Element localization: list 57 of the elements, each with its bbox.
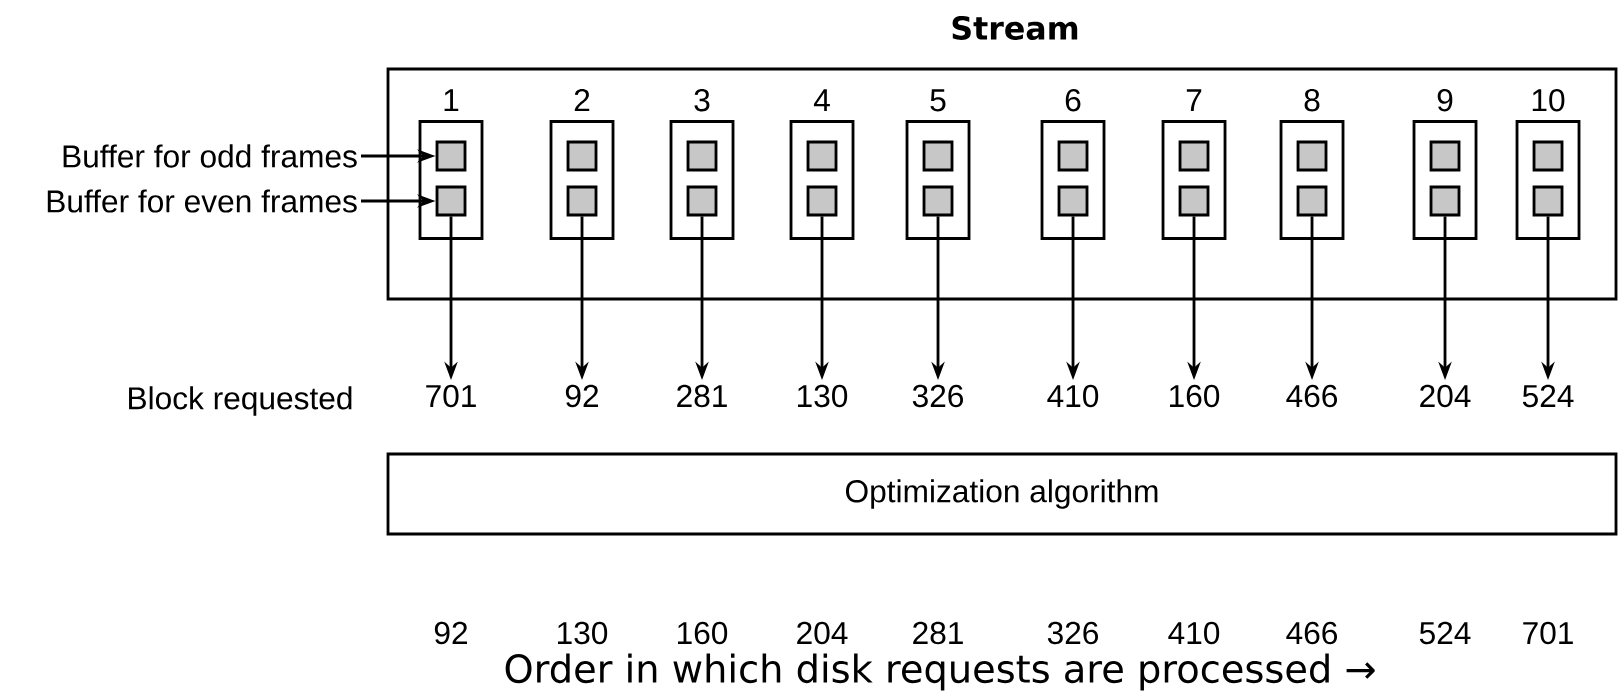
block-number: 410: [1047, 384, 1099, 408]
node-label: 2: [574, 88, 590, 112]
sorted-number: 204: [797, 621, 848, 645]
buffer-square: [566, 185, 598, 217]
buffer-square: [922, 185, 954, 217]
buffer-square: [1532, 140, 1564, 172]
sorted-number: 130: [558, 621, 608, 645]
row-label: Block requested: [129, 386, 352, 416]
node-label: 8: [1304, 88, 1320, 112]
title: Stream: [952, 16, 1078, 40]
block-number: 130: [798, 384, 848, 408]
buffer-square: [806, 185, 838, 217]
sorted-number: 326: [1047, 621, 1098, 645]
buffer-square: [1178, 140, 1210, 172]
sorted-number: 92: [434, 621, 468, 645]
node-label: 6: [1065, 88, 1081, 112]
buffer-square: [806, 140, 838, 172]
node-label: 10: [1532, 88, 1565, 112]
buffer-square: [1296, 140, 1328, 172]
buffer-square: [566, 140, 598, 172]
algorithm-box: Optimization algorithm: [386, 452, 1618, 536]
buffer-square: [922, 140, 954, 172]
buffer-square: [686, 185, 718, 217]
sorted-number: 281: [913, 621, 963, 645]
buffer-square: [1429, 185, 1461, 217]
buffer-square: [1532, 185, 1564, 217]
buffer-label: Buffer for even frames: [47, 189, 357, 213]
buffer-square: [1296, 185, 1328, 217]
block-number: 524: [1522, 384, 1574, 408]
node-label: 4: [813, 89, 830, 112]
block-number: 701: [426, 384, 476, 408]
node-label: 3: [694, 88, 710, 112]
caption: Order in which disk requests are processed →: [505, 653, 1375, 691]
buffer-square: [1178, 185, 1210, 217]
buffer-square: [686, 140, 718, 172]
buffer-square: [1057, 185, 1089, 217]
sorted-number: 160: [678, 621, 728, 645]
buffer-square: [435, 140, 467, 172]
sorted-number: 701: [1523, 621, 1573, 645]
sorted-number: 524: [1419, 621, 1471, 645]
block-number: 160: [1170, 384, 1220, 408]
node-label: 7: [1186, 89, 1202, 112]
block-number: 281: [677, 384, 727, 408]
block-number: 466: [1286, 384, 1337, 408]
buffer-label: Buffer for odd frames: [63, 144, 357, 168]
buffer-square: [1429, 140, 1461, 172]
node-label: 1: [444, 89, 459, 112]
sorted-number: 410: [1168, 621, 1220, 645]
sorted-number: 466: [1286, 621, 1337, 645]
outer-box: [386, 67, 1618, 301]
block-number: 326: [912, 384, 963, 408]
buffer-square: [1057, 140, 1089, 172]
block-number: 204: [1420, 384, 1471, 408]
node-label: 5: [930, 89, 946, 112]
buffer-square: [435, 185, 467, 217]
node-label: 9: [1437, 88, 1453, 112]
block-number: 92: [565, 384, 599, 408]
